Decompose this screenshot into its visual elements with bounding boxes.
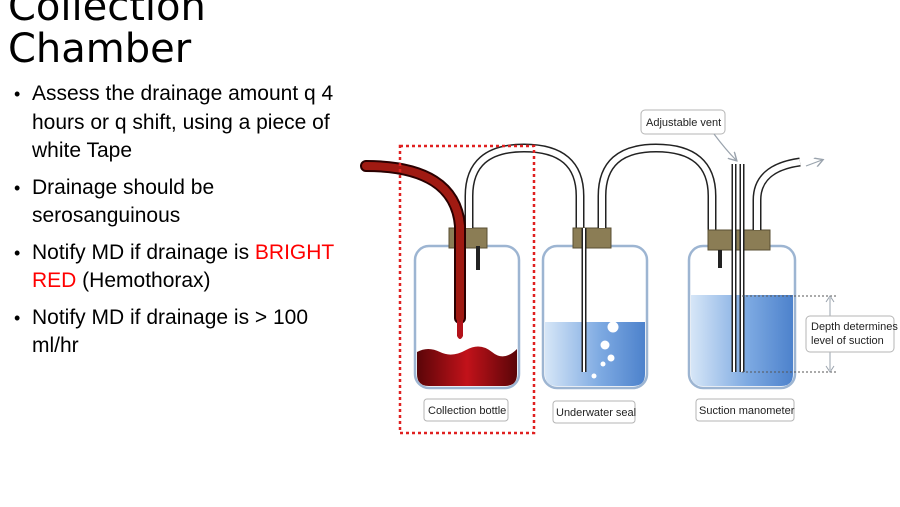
air-bubble (600, 361, 606, 367)
depth-arrowheads-icon (825, 295, 835, 373)
depth-indicator: Depth determines level of suction (742, 295, 898, 373)
bullet-text: Drainage should be serosanguinous (32, 175, 215, 228)
bullet-text: Assess the drainage amount q 4 hours or … (32, 82, 334, 162)
underwater-seal-label-box (552, 400, 636, 424)
collection-highlight-box (398, 144, 536, 435)
suction-outlet-tube-inner (754, 159, 801, 230)
air-bubble (607, 354, 615, 362)
bullet-item: Drainage should be serosanguinous (14, 174, 344, 231)
blood-drip (457, 318, 463, 339)
air-bubble (600, 340, 610, 350)
seal-to-manometer-tube-inner (599, 144, 715, 230)
underwater-seal-label: Underwater seal (556, 407, 636, 419)
underwater-seal-stopper (572, 227, 612, 249)
adjustable-vent-label: Adjustable vent (646, 117, 721, 129)
underwater-seal-water (545, 322, 645, 386)
suction-manometer-label-box (695, 398, 795, 422)
bullet-list: Assess the drainage amount q 4 hours or … (14, 80, 344, 369)
adjustable-vent-label-box (640, 109, 726, 135)
collection-bottle-label-box (423, 398, 509, 422)
suction-arrow-icon (805, 160, 822, 166)
slide-title: Collection Chamber (8, 0, 206, 70)
bullet-text-before: Notify MD if drainage is (32, 240, 255, 264)
bright-red-text: BRIGHT RED (32, 240, 334, 293)
bullet-text: Notify MD if drainage is > 100 ml/hr (32, 305, 309, 358)
blood-pool (417, 346, 517, 386)
suction-manometer-label: Suction manometer (699, 405, 795, 417)
patient-drainage-tube (362, 162, 464, 322)
collection-bottle (413, 143, 585, 390)
suction-outlet-tube-outer (752, 157, 801, 230)
suction-manometer-bottle (687, 157, 822, 390)
collection-connector-tube-inner (466, 144, 583, 228)
underwater-seal-bottle (541, 227, 649, 390)
depth-label-line-1: Depth determines (811, 321, 898, 333)
bullet-item: Notify MD if drainage is > 100 ml/hr (14, 304, 344, 361)
air-bubble (607, 321, 619, 333)
slide-title-line-2: Chamber (8, 26, 192, 72)
bullet-text-after: (Hemothorax) (76, 269, 211, 292)
air-bubble (591, 373, 597, 379)
bullet-item: Assess the drainage amount q 4 hours or … (14, 80, 344, 166)
adjustable-vent-callout: Adjustable vent (640, 109, 736, 160)
slide-title-line-1: Collection (8, 0, 206, 30)
depth-label-line-2: level of suction (811, 335, 884, 347)
adjustable-vent-arrow-icon (713, 133, 736, 160)
suction-manometer-stopper (707, 229, 771, 251)
collection-bottle-label: Collection bottle (428, 405, 506, 417)
depth-label-box (805, 315, 895, 353)
bullet-item: Notify MD if drainage is BRIGHT RED (Hem… (14, 239, 344, 296)
